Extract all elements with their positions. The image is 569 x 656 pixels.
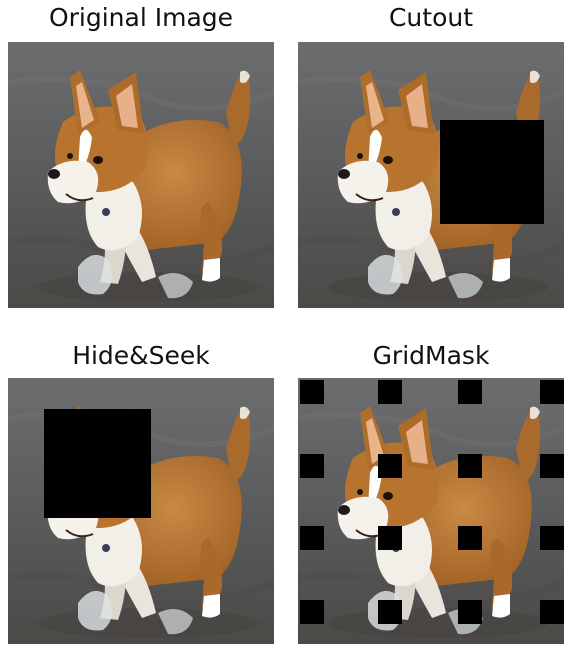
grid-mask-cell <box>540 454 564 478</box>
grid-mask-cell <box>458 454 482 478</box>
grid-mask-cell <box>378 454 402 478</box>
grid-mask-cell <box>378 526 402 550</box>
grid-mask-cell <box>540 526 564 550</box>
panel-hide-and-seek: Hide&Seek <box>8 340 274 646</box>
panel-gridmask: GridMask <box>298 340 564 646</box>
grid-mask-cell <box>300 600 324 624</box>
grid-mask-cell <box>540 600 564 624</box>
grid-mask-cell <box>458 380 482 404</box>
panel-original: Original Image <box>8 2 274 312</box>
hide-and-seek-mask <box>44 409 151 518</box>
grid-mask-cell <box>458 600 482 624</box>
panel-title: Hide&Seek <box>72 341 210 370</box>
corgi-photo <box>8 378 274 644</box>
cutout-mask <box>440 120 544 224</box>
grid-mask-cell <box>458 526 482 550</box>
corgi-photo <box>8 42 274 308</box>
panel-title: GridMask <box>372 341 490 370</box>
grid-mask-cell <box>378 600 402 624</box>
grid-mask-cell <box>300 454 324 478</box>
corgi-photo <box>298 378 564 644</box>
grid-mask-cell <box>300 380 324 404</box>
panel-title: Cutout <box>388 3 474 32</box>
grid-mask-cell <box>300 526 324 550</box>
panel-cutout: Cutout <box>298 2 564 312</box>
grid-mask-cell <box>378 380 402 404</box>
panel-title: Original Image <box>48 3 234 32</box>
grid-mask-cell <box>540 380 564 404</box>
corgi-photo <box>298 42 564 308</box>
